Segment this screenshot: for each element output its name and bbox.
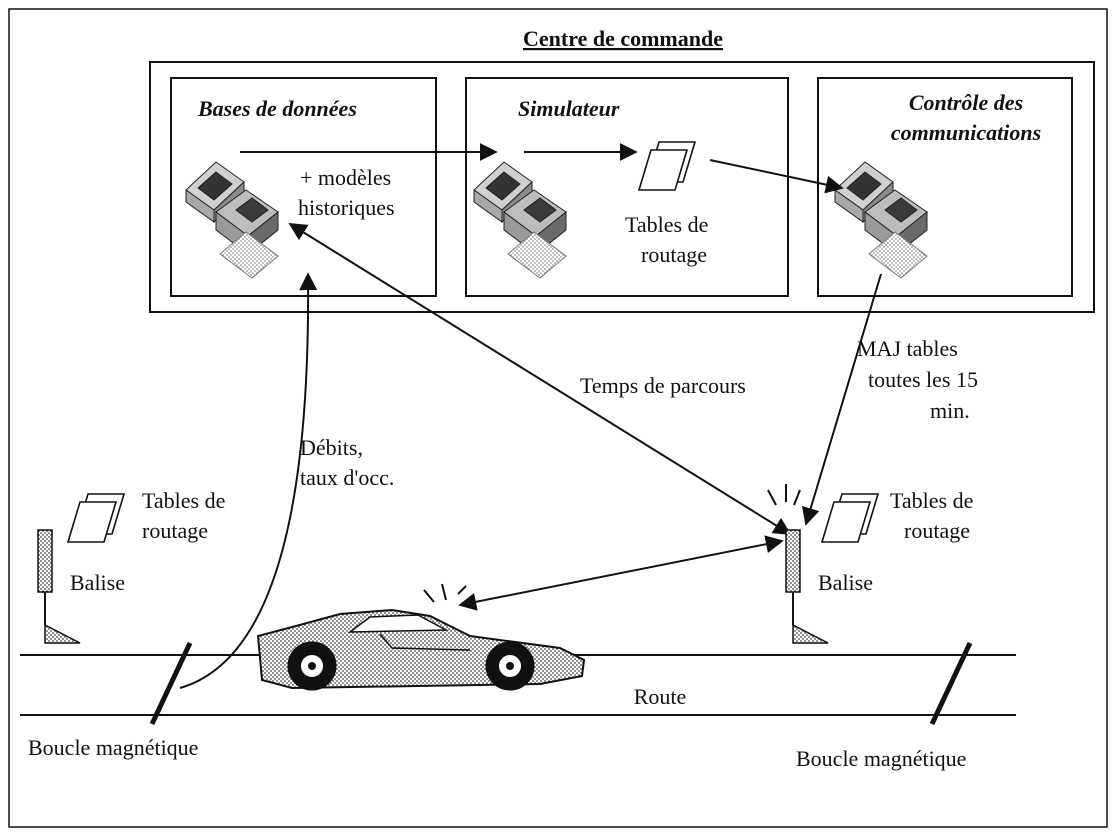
- flows-label-line-2: taux d'occ.: [300, 465, 394, 490]
- flows-label-line-1: Débits,: [300, 435, 363, 460]
- outer-frame: [8, 8, 1108, 828]
- car-icon: [256, 608, 586, 691]
- left-routing-tables-icon: [67, 493, 125, 543]
- travel-time-arrow: [288, 223, 792, 535]
- car-signal-icon: [423, 583, 467, 603]
- databases-computer-icon: [185, 161, 279, 279]
- right-routing-tables-icon: [821, 493, 879, 543]
- left-tables-line-2: routage: [142, 518, 208, 543]
- simulator-computer-icon: [473, 161, 567, 279]
- right-beacon-label: Balise: [818, 570, 873, 595]
- update-label-line-1: MAJ tables: [857, 336, 958, 361]
- databases-title: Bases de données: [197, 96, 357, 121]
- right-beacon-signal-icon: [767, 484, 801, 506]
- comms-title-line-2: communications: [891, 120, 1041, 145]
- update-arrow: [802, 273, 882, 526]
- databases-note-line-1: + modèles: [300, 165, 391, 190]
- update-label-line-2: toutes les 15: [868, 367, 978, 392]
- simulator-routing-tables-icon: [638, 141, 696, 191]
- diagram-title: Centre de commande: [523, 26, 723, 51]
- comms-computer-icon: [834, 161, 928, 279]
- left-magnetic-loop-icon: [149, 641, 193, 726]
- travel-time-label: Temps de parcours: [580, 373, 746, 398]
- left-beacon-label: Balise: [70, 570, 125, 595]
- databases-note-line-2: historiques: [298, 195, 395, 220]
- comms-box: [817, 77, 1073, 297]
- road-label: Route: [634, 684, 687, 709]
- tables-to-comms-arrow: [709, 159, 844, 194]
- right-tables-line-2: routage: [904, 518, 970, 543]
- right-beacon-icon: [785, 529, 829, 644]
- simulator-note-line-2: routage: [641, 242, 707, 267]
- left-tables-line-1: Tables de: [142, 488, 225, 513]
- simulator-title: Simulateur: [518, 96, 620, 121]
- right-loop-label: Boucle magnétique: [796, 746, 966, 771]
- right-tables-line-1: Tables de: [890, 488, 973, 513]
- update-label-line-3: min.: [930, 398, 970, 423]
- comms-title-line-1: Contrôle des: [909, 90, 1023, 115]
- simulator-note-line-1: Tables de: [625, 212, 708, 237]
- right-magnetic-loop-icon: [929, 641, 973, 726]
- left-beacon-icon: [37, 529, 81, 644]
- left-loop-label: Boucle magnétique: [28, 735, 198, 760]
- flows-arrow: [179, 272, 318, 689]
- beacon-car-arrow: [458, 535, 784, 611]
